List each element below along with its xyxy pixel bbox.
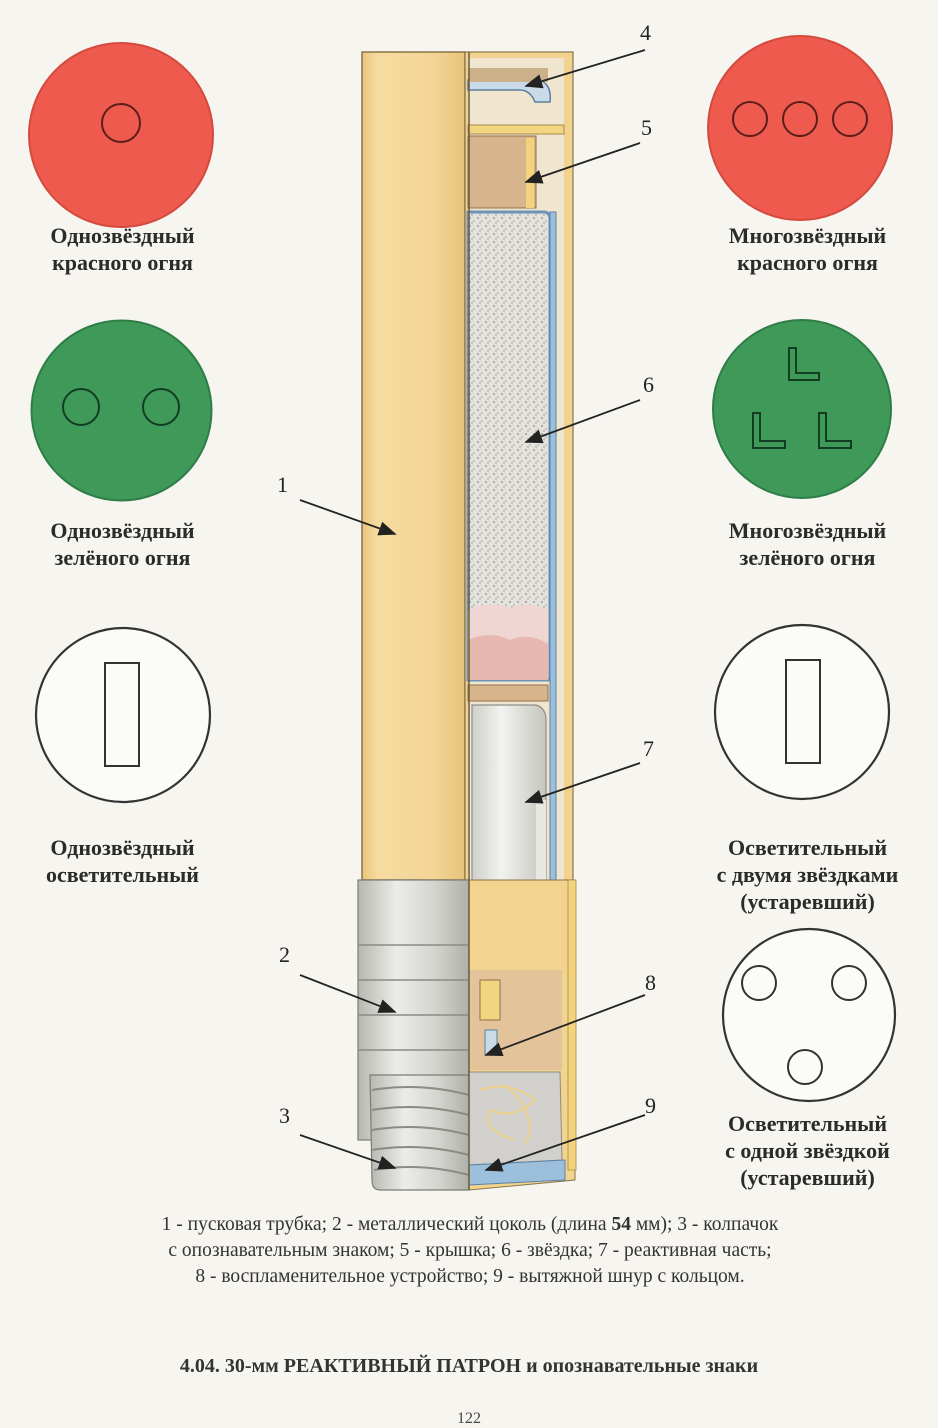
callout-3: 3	[279, 1103, 290, 1128]
callout-8: 8	[645, 970, 656, 995]
label-single-illum: Однозвёздный осветительный	[46, 835, 199, 887]
label-single-green: Однозвёздный зелёного огня	[50, 518, 195, 570]
sign-illum-one	[721, 927, 897, 1103]
label-single-red: Однозвёздный красного огня	[50, 223, 195, 275]
callout-5: 5	[641, 115, 652, 140]
sign-single-red	[28, 42, 214, 228]
legend-line-1: 1 - пусковая трубка; 2 - металлический ц…	[161, 1214, 779, 1235]
sign-single-green	[30, 319, 213, 502]
callout-7: 7	[643, 736, 654, 761]
cartridge-cutaway	[357, 51, 577, 1191]
callout-4: 4	[640, 20, 651, 45]
label-multi-green: Многозвёздный зелёного огня	[728, 518, 887, 570]
sign-multi-red	[707, 35, 893, 221]
label-illum-two: Осветительный с двумя звёздками (устарев…	[716, 835, 899, 914]
figure-caption: 4.04. 30-мм РЕАКТИВНЫЙ ПАТРОН и опознава…	[179, 1355, 759, 1377]
legend-line-2: с опознавательным знаком; 5 - крышка; 6 …	[168, 1240, 772, 1261]
sign-single-illum	[34, 626, 212, 804]
page-number: 122	[457, 1410, 481, 1427]
sign-multi-green	[712, 319, 892, 499]
callout-1: 1	[277, 472, 288, 497]
callout-9: 9	[645, 1093, 656, 1118]
label-illum-one: Осветительный с одной звёздкой (устаревш…	[725, 1111, 890, 1190]
sign-illum-two	[713, 623, 891, 801]
callout-2: 2	[279, 942, 290, 967]
callout-6: 6	[643, 372, 654, 397]
label-multi-red: Многозвёздный красного огня	[728, 223, 887, 275]
legend-line-3: 8 - воспламенительное устройство; 9 - вы…	[195, 1266, 745, 1287]
